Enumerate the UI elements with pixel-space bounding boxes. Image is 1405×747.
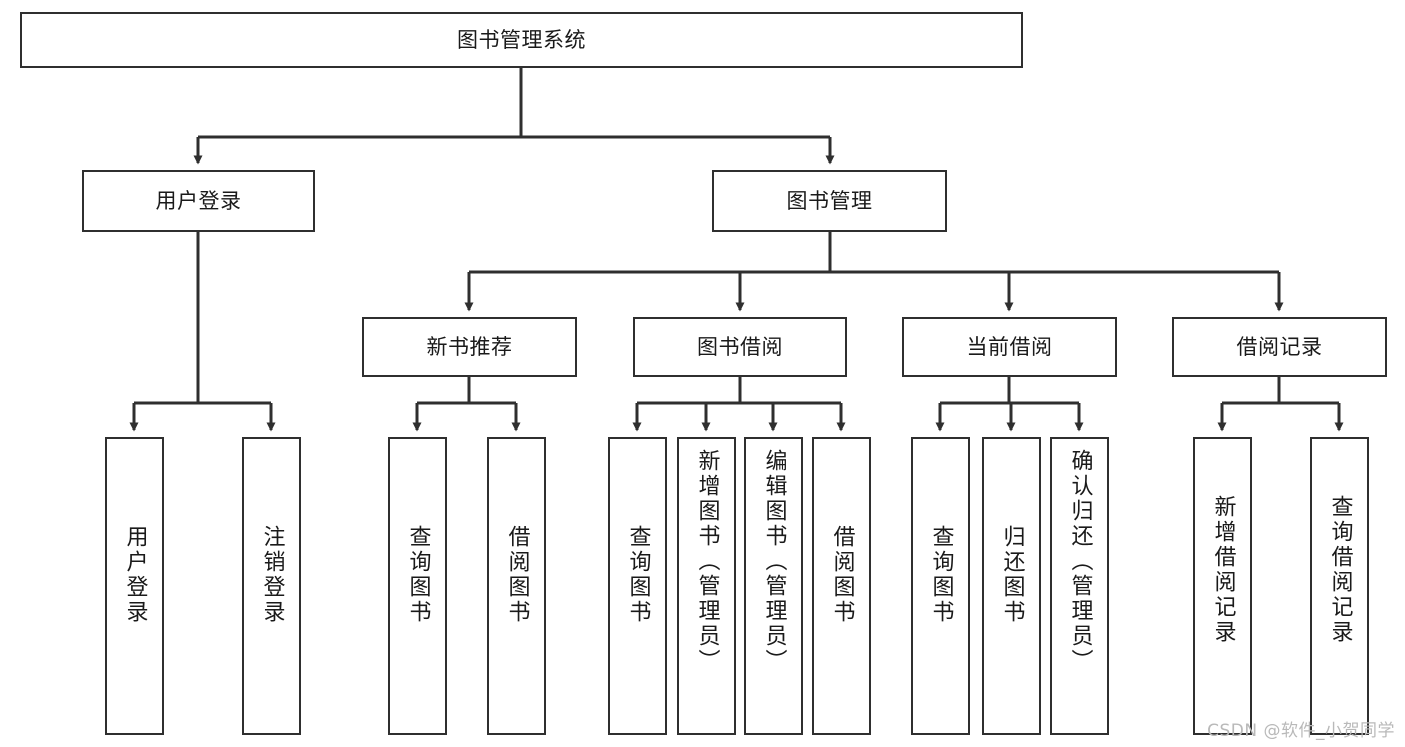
node-user-login-label: 用户登录 bbox=[155, 188, 242, 213]
node-leaf-borrow-book-1-label: 借阅图书 bbox=[504, 525, 530, 625]
node-leaf-query-book-3-label: 查询图书 bbox=[928, 525, 954, 625]
node-leaf-logout-label: 注销登录 bbox=[259, 525, 285, 625]
node-new-book-recommend[interactable]: 新书推荐 bbox=[362, 317, 577, 377]
node-book-manage-label: 图书管理 bbox=[786, 188, 873, 213]
node-leaf-add-record[interactable]: 新增借阅记录 bbox=[1193, 437, 1252, 735]
csdn-watermark: CSDN @软件_小贺同学 bbox=[1207, 721, 1395, 741]
node-leaf-user-login[interactable]: 用户登录 bbox=[105, 437, 164, 735]
node-leaf-borrow-book-2[interactable]: 借阅图书 bbox=[812, 437, 871, 735]
node-root-label: 图书管理系统 bbox=[457, 27, 586, 52]
node-borrow-record-label: 借阅记录 bbox=[1236, 334, 1323, 359]
node-leaf-return-book[interactable]: 归还图书 bbox=[982, 437, 1041, 735]
node-book-borrow[interactable]: 图书借阅 bbox=[633, 317, 847, 377]
node-book-manage[interactable]: 图书管理 bbox=[712, 170, 947, 232]
node-leaf-borrow-book-1[interactable]: 借阅图书 bbox=[487, 437, 546, 735]
node-book-borrow-label: 图书借阅 bbox=[697, 334, 783, 359]
node-leaf-query-book-3[interactable]: 查询图书 bbox=[911, 437, 970, 735]
node-leaf-return-book-label: 归还图书 bbox=[999, 525, 1025, 625]
node-leaf-query-record[interactable]: 查询借阅记录 bbox=[1310, 437, 1369, 735]
node-leaf-add-book[interactable]: 新增图书（管理员） bbox=[677, 437, 736, 735]
node-leaf-confirm-return[interactable]: 确认归还（管理员） bbox=[1050, 437, 1109, 735]
node-leaf-query-book-1-label: 查询图书 bbox=[405, 525, 431, 625]
node-current-borrow[interactable]: 当前借阅 bbox=[902, 317, 1117, 377]
node-leaf-user-login-label: 用户登录 bbox=[122, 525, 148, 625]
node-new-book-recommend-label: 新书推荐 bbox=[426, 334, 513, 359]
node-borrow-record[interactable]: 借阅记录 bbox=[1172, 317, 1387, 377]
node-user-login[interactable]: 用户登录 bbox=[82, 170, 315, 232]
node-leaf-logout[interactable]: 注销登录 bbox=[242, 437, 301, 735]
node-leaf-query-book-1[interactable]: 查询图书 bbox=[388, 437, 447, 735]
node-leaf-edit-book-label: 编辑图书（管理员） bbox=[761, 449, 787, 674]
node-current-borrow-label: 当前借阅 bbox=[966, 334, 1053, 359]
node-leaf-query-book-2-label: 查询图书 bbox=[625, 525, 651, 625]
node-leaf-add-book-label: 新增图书（管理员） bbox=[694, 449, 720, 674]
node-root[interactable]: 图书管理系统 bbox=[20, 12, 1023, 68]
node-leaf-borrow-book-2-label: 借阅图书 bbox=[829, 525, 855, 625]
node-leaf-query-book-2[interactable]: 查询图书 bbox=[608, 437, 667, 735]
node-leaf-add-record-label: 新增借阅记录 bbox=[1210, 495, 1236, 645]
node-leaf-confirm-return-label: 确认归还（管理员） bbox=[1067, 449, 1093, 674]
node-leaf-edit-book[interactable]: 编辑图书（管理员） bbox=[744, 437, 803, 735]
node-leaf-query-record-label: 查询借阅记录 bbox=[1327, 495, 1353, 645]
